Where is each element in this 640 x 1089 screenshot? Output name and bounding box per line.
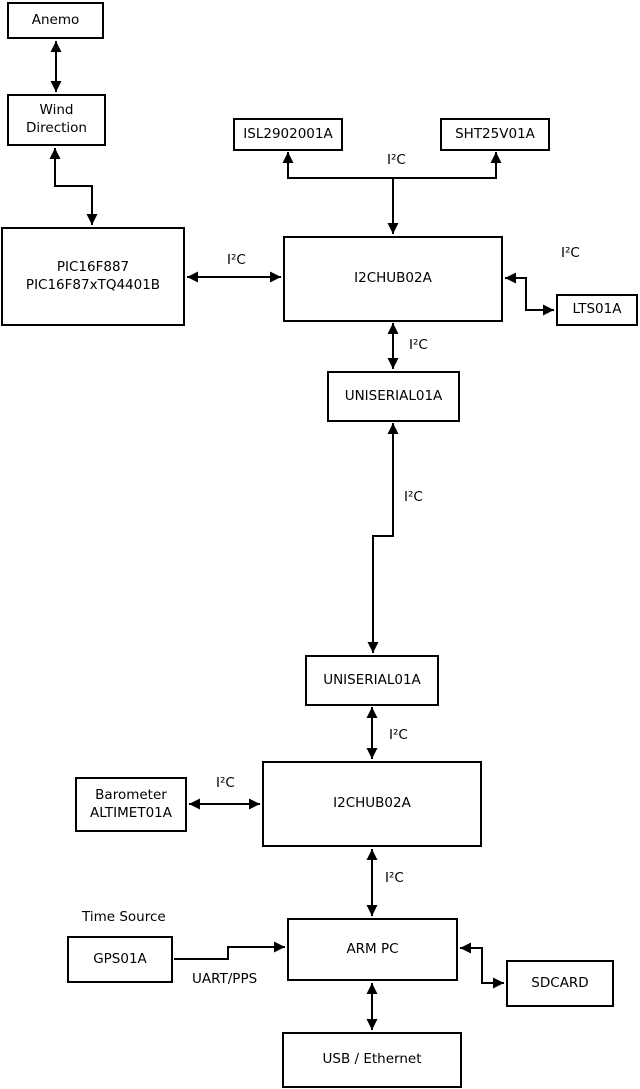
edge-label-i2c-hub1-uniserial: I²C [409, 337, 428, 353]
edge-label-i2c-lts: I²C [561, 245, 580, 261]
node-i2chub02a-lower-label: I2CHUB02A [333, 795, 411, 812]
edge-label-uart-pps: UART/PPS [192, 971, 258, 987]
node-isl2902001a: ISL2902001A [233, 118, 343, 151]
arrow-armpc-sdcard [460, 942, 504, 989]
node-barometer: Barometer ALTIMET01A [75, 777, 187, 832]
node-uniserial01a-upper-label: UNISERIAL01A [344, 387, 443, 404]
edge-label-i2c-barometer: I²C [216, 775, 235, 791]
arrow-hub1-lts [505, 272, 554, 316]
node-gps01a: GPS01A [67, 936, 173, 983]
node-isl2902001a-label: ISL2902001A [243, 125, 333, 142]
node-lts01a: LTS01A [556, 294, 638, 326]
node-uniserial01a-lower-label: UNISERIAL01A [323, 671, 421, 688]
node-pic-mcu-line2: PIC16F87xTQ4401B [25, 276, 161, 293]
node-i2chub02a-upper: I2CHUB02A [283, 236, 503, 322]
node-anemo: Anemo [7, 2, 104, 39]
edge-label-i2c-uniserial2-hub2: I²C [389, 727, 408, 743]
node-pic-mcu: PIC16F887 PIC16F87xTQ4401B [1, 227, 185, 326]
node-uniserial01a-upper: UNISERIAL01A [327, 371, 460, 422]
node-arm-pc: ARM PC [287, 918, 458, 981]
node-wind-direction-line1: Wind [39, 102, 74, 119]
node-wind-direction-line2: Direction [26, 120, 87, 136]
arrow-uniserial-link [367, 423, 399, 653]
node-anemo-label: Anemo [31, 11, 80, 28]
node-sht25v01a-label: SHT25V01A [455, 125, 535, 142]
edge-label-i2c-sensors: I²C [387, 152, 406, 168]
edge-label-i2c-pic-hub1: I²C [227, 252, 246, 268]
node-wind-direction: Wind Direction [7, 94, 106, 146]
node-sdcard-label: SDCARD [531, 974, 589, 991]
node-barometer-line1: Barometer [95, 786, 167, 803]
edge-label-i2c-hub2-armpc: I²C [385, 870, 404, 886]
node-i2chub02a-upper-label: I2CHUB02A [354, 270, 432, 287]
arrow-wind-pic [49, 148, 98, 225]
edge-label-i2c-uniserial-link: I²C [404, 489, 423, 505]
node-usb-ethernet-label: USB / Ethernet [322, 1051, 422, 1068]
node-usb-ethernet: USB / Ethernet [282, 1032, 462, 1088]
node-barometer-line2: ALTIMET01A [90, 804, 172, 821]
label-time-source: Time Source [82, 909, 166, 925]
node-gps01a-label: GPS01A [93, 950, 147, 967]
node-i2chub02a-lower: I2CHUB02A [262, 761, 482, 847]
node-pic-mcu-line1: PIC16F887 [56, 258, 130, 275]
node-uniserial01a-lower: UNISERIAL01A [305, 655, 439, 706]
node-lts01a-label: LTS01A [572, 301, 622, 318]
arrow-gps-armpc [174, 941, 285, 960]
node-arm-pc-label: ARM PC [346, 940, 399, 957]
node-sdcard: SDCARD [506, 960, 614, 1007]
node-sht25v01a: SHT25V01A [440, 118, 550, 151]
